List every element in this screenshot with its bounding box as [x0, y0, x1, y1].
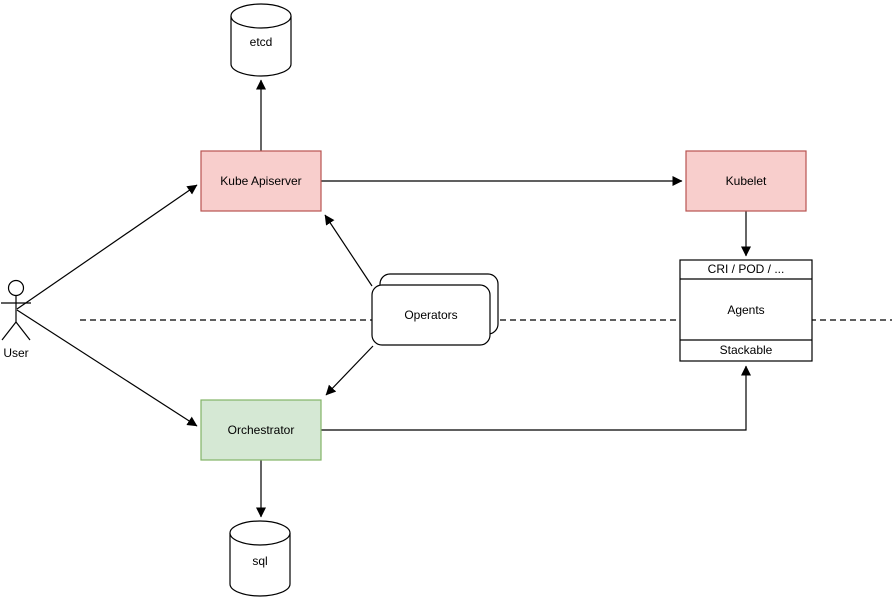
operators-front-card: [371, 284, 491, 346]
node-etcd: etcd: [230, 3, 292, 77]
operators-label: Operators: [404, 308, 457, 322]
user-actor-right-leg: [15, 321, 31, 341]
node-sql: sql: [229, 520, 291, 597]
edge-operators-to-kube-apiserver: [324, 214, 373, 287]
sql-cylinder-body: [229, 533, 291, 597]
etcd-label: etcd: [250, 35, 273, 49]
node-agents: CRI / POD / ... Agents Stackable: [679, 259, 813, 362]
edge-orchestrator-to-agents: [321, 365, 751, 431]
edge-operators-to-orchestrator: [325, 345, 374, 396]
agents-top-label: CRI / POD / ...: [708, 262, 785, 276]
etcd-cylinder-top: [230, 3, 292, 29]
user-actor-head: [7, 279, 25, 297]
edge-user-to-kube-apiserver: [16, 184, 198, 310]
node-user: User: [1, 279, 31, 360]
etcd-cylinder-body: [230, 16, 292, 77]
kubelet-box: [685, 150, 807, 212]
node-operators: Operators: [371, 273, 499, 346]
edges: [16, 79, 751, 518]
agents-middle-label: Agents: [727, 303, 764, 317]
kube-apiserver-box: [200, 150, 322, 212]
sql-label: sql: [252, 554, 267, 568]
orchestrator-box: [200, 399, 322, 461]
user-label: User: [3, 346, 28, 360]
sql-cylinder-top: [229, 520, 291, 546]
user-actor-left-leg: [1, 321, 17, 341]
kube-apiserver-label: Kube Apiserver: [220, 174, 301, 188]
agents-outer-box: [679, 259, 813, 362]
node-orchestrator: Orchestrator: [200, 399, 322, 461]
edge-user-to-orchestrator: [16, 309, 198, 427]
node-kubelet: Kubelet: [685, 150, 807, 212]
agents-bottom-label: Stackable: [720, 343, 773, 357]
orchestrator-label: Orchestrator: [228, 423, 295, 437]
node-kube-apiserver: Kube Apiserver: [200, 150, 322, 212]
kubelet-label: Kubelet: [726, 174, 767, 188]
